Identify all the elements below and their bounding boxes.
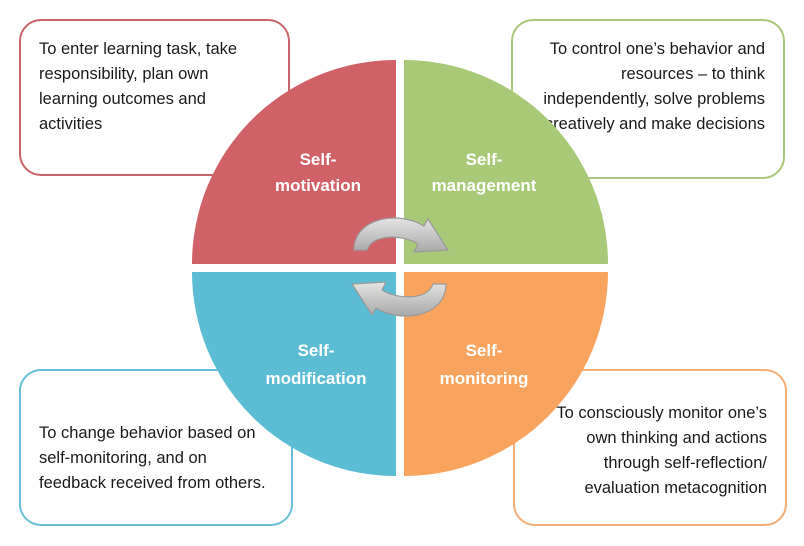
quadrant-self-management: [404, 60, 608, 264]
label-self-management-line2: management: [432, 176, 537, 195]
description-self-motivation: To enter learning task, take responsibil…: [39, 40, 238, 133]
label-self-management-line1: Self-: [466, 150, 503, 169]
label-self-modification-line2: modification: [265, 369, 366, 388]
description-box-self-motivation: To enter learning task, take responsibil…: [19, 19, 290, 176]
label-self-monitoring-line2: monitoring: [440, 369, 529, 388]
description-self-management: To control one’s behavior and resources …: [543, 40, 765, 133]
description-self-monitoring: To consciously monitor one’s own thinkin…: [556, 404, 767, 497]
label-self-motivation-line2: motivation: [275, 176, 361, 195]
quadrant-self-motivation: [192, 60, 396, 264]
cycle-arrow-bottom-icon: [351, 281, 447, 317]
description-self-modification: To change behavior based on self-monitor…: [39, 424, 266, 492]
label-self-modification-line1: Self-: [298, 341, 335, 360]
quadrant-self-modification: [192, 272, 396, 476]
label-self-monitoring-line1: Self-: [466, 341, 503, 360]
quadrant-self-monitoring: [404, 272, 608, 476]
cycle-arrows-icon: [351, 217, 449, 317]
cycle-arrow-top-icon: [353, 217, 449, 253]
label-self-motivation-line1: Self-: [300, 150, 337, 169]
